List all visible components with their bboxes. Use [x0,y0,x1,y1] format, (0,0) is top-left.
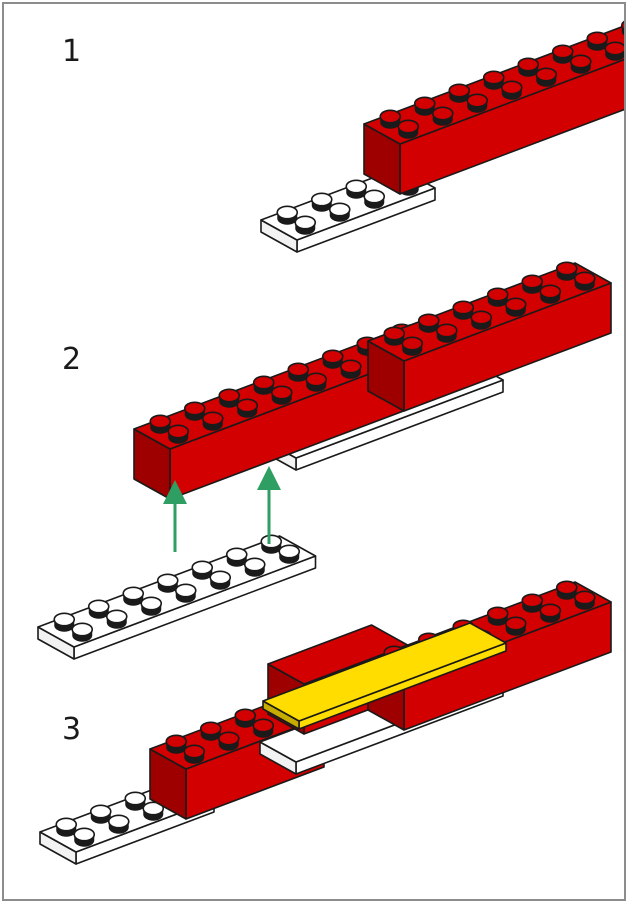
step3-red-brick-left-stud [217,731,240,751]
step3-red-brick-right-stud [555,580,578,600]
step2-red-brick-right-stud [435,323,458,343]
step2-red-brick-right-stud [486,287,509,307]
step2-red-brick-left-stud [201,411,224,431]
step1-red-brick-stud [379,109,402,129]
step3-red-brick-left-stud [234,708,257,728]
step2-red-brick-right-stud [401,336,424,356]
step3-white-plate-stud [124,791,147,811]
step2-white-plate-stud [122,586,145,606]
step1-red-brick-stud [413,96,436,116]
step2-red-brick-right-stud [521,274,544,294]
step3-white-plate-stud [107,814,130,834]
step3-red-brick-left-stud [165,734,188,754]
step1-red-brick-stud [620,20,624,36]
step1-white-plate-stud [310,192,333,212]
step2-red-brick-right-stud [504,297,527,317]
step2-red-brick-left-stud [305,372,328,392]
step1-red-brick-stud [586,31,609,51]
step2-red-brick-left-stud [236,398,259,418]
step3-red-brick-left-stud [252,718,275,738]
step2-red-brick-left-stud [321,349,344,369]
step2-white-plate-stud [243,557,266,577]
step3-red-brick-left-stud [199,721,222,741]
step2-red-brick-right-stud [539,284,562,304]
step1-white-plate-stud [345,179,368,199]
step2-red-brick-left-stud [287,362,310,382]
step2-white-plate-stud [174,583,197,603]
step2-red-brick-right-stud [470,310,493,330]
step2-red-brick-right-stud [573,271,596,291]
step1-white-plate-stud [294,215,317,235]
step-2-number: 2 [62,342,82,377]
step1-red-brick-stud [431,106,454,126]
step2-red-brick-left-stud [270,385,293,405]
step2-red-brick-right-stud [417,313,440,333]
step3-white-plate-stud [89,804,112,824]
step3-yellow-tile [262,622,507,730]
step2-white-plate-stud [278,544,301,564]
step3-red-brick-right-stud [573,590,596,610]
step1-red-brick-stud [517,57,540,77]
step1-red-brick-stud [604,41,624,61]
step3-red-brick-right-stud [486,606,509,626]
step1-red-brick-stud [551,44,574,64]
step3-red-brick-left-stud [183,744,206,764]
step2-red-brick-right-stud [452,300,475,320]
step1-white-plate-stud [328,202,351,222]
step3-white-plate-stud [55,817,78,837]
step2-white-plate-stud [53,612,76,632]
step2-white-plate-stud [260,534,283,554]
step-1-number: 1 [62,34,82,69]
step1-red-brick-stud [500,80,523,100]
step2-red-brick-left-stud [183,401,206,421]
step1-red-brick-stud [448,83,471,103]
step2-red-brick-left-stud [252,375,275,395]
step1-red-brick-stud [466,93,489,113]
step2-white-plate [37,534,317,660]
step3-red-brick-right-stud [539,603,562,623]
step1-red-brick-stud [397,119,420,139]
step2-white-plate-stud [209,570,232,590]
step2-red-brick-left-stud [218,388,241,408]
step3-white-plate-stud [73,827,96,847]
step2-red-brick-left-stud [339,359,362,379]
step2-white-plate-stud [140,596,163,616]
step3-yellow-tile-top-face [262,622,507,722]
step2-white-plate-stud [191,560,214,580]
step1-red-brick [363,20,624,195]
step1-white-plate-stud [363,189,386,209]
step3-red-brick-right-stud [504,616,527,636]
step1-red-brick-stud [482,70,505,90]
build-illustration [37,20,624,865]
step2-white-plate-stud [105,609,128,629]
step-3-number: 3 [62,712,82,747]
step3-white-plate-stud [142,801,165,821]
step1-red-brick-stud [535,67,558,87]
step1-red-brick-stud [569,54,592,74]
step2-white-plate-stud [156,573,179,593]
step3-red-brick-right-stud [521,593,544,613]
step2-white-plate-stud [225,547,248,567]
step2-red-brick-right-stud [555,261,578,281]
step1-white-plate-stud [276,205,299,225]
step2-red-brick-right-stud [383,326,406,346]
step2-white-plate-stud [87,599,110,619]
step2-red-brick-left-stud [149,414,172,434]
step2-red-brick-right [367,261,612,412]
step2-red-brick-left-stud [167,424,190,444]
step2-white-plate-stud [71,622,94,642]
